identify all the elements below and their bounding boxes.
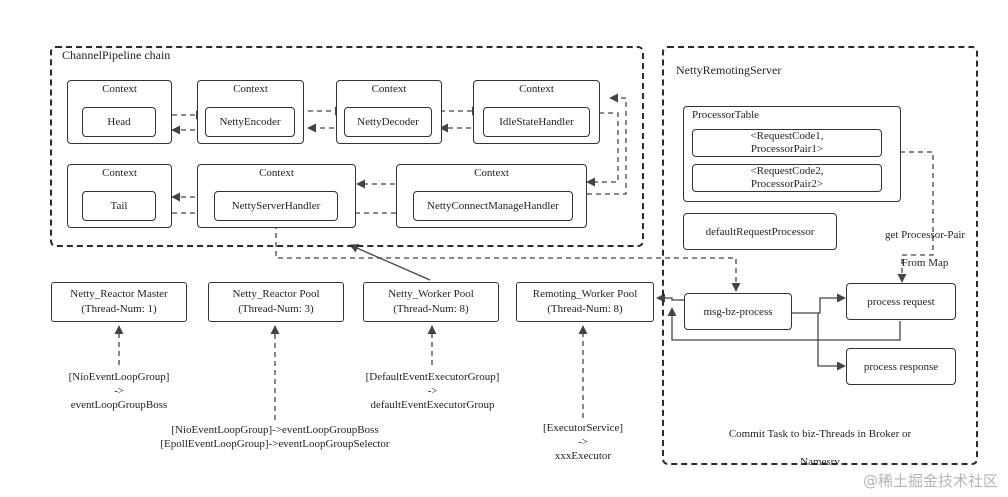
remoting-server-region — [662, 46, 978, 465]
pair1-line2: ProcessorPair1> — [750, 143, 824, 155]
process-response: process response — [846, 348, 956, 385]
context-label: Context — [371, 83, 407, 95]
link-connect-loop-up — [587, 93, 627, 195]
connect-manage-label: NettyConnectManageHandler — [427, 199, 559, 212]
get-pair-line1: get Processor-Pair — [884, 229, 966, 241]
decoder-handler: NettyDecoder — [344, 107, 432, 137]
pool-threads: (Thread-Num: 8) — [547, 303, 623, 315]
context-label: Context — [102, 83, 137, 95]
link-idle-loop-out — [586, 112, 619, 187]
link-msgbz-to-request — [792, 293, 846, 314]
encoder-label: NettyEncoder — [219, 115, 281, 128]
tail-handler: Tail — [82, 191, 156, 221]
pipeline-title: ChannelPipeline chain — [62, 48, 171, 62]
remoting-server-title: NettyRemotingServer — [676, 63, 782, 77]
pool-reactor-master: Netty_Reactor Master (Thread-Num: 1) — [51, 282, 187, 322]
pool-name: Netty_Worker Pool — [388, 288, 474, 300]
link-msgbz-to-remoting — [656, 293, 684, 303]
idle-label: IdleStateHandler — [499, 115, 574, 128]
context-label: Context — [233, 83, 268, 95]
reactor-groups-note: [NioEventLoopGroup]->eventLoopGroupBoss … — [160, 424, 390, 450]
master-group-note: [NioEventLoopGroup] -> eventLoopGroupBos… — [68, 371, 170, 411]
context-label: Context — [519, 83, 554, 95]
connect-manage-handler: NettyConnectManageHandler — [413, 191, 573, 221]
context-encoder: Context NettyEncoder — [197, 80, 304, 144]
pool-worker: Netty_Worker Pool (Thread-Num: 8) — [363, 282, 499, 322]
processor-table: ProcessorTable <RequestCode1, ProcessorP… — [683, 106, 901, 202]
context-label: Context — [102, 167, 137, 179]
pool-name: Remoting_Worker Pool — [532, 288, 638, 300]
link-workerpool-to-handler — [349, 244, 431, 281]
watermark: @稀土掘金技术社区 — [862, 472, 998, 490]
pool-reactor: Netty_Reactor Pool (Thread-Num: 3) — [208, 282, 344, 322]
context-label: Context — [474, 167, 509, 179]
get-pair-line2: From Map — [901, 257, 949, 269]
processor-pair-1: <RequestCode1, ProcessorPair1> — [692, 129, 882, 157]
process-request: process request — [846, 283, 956, 320]
link-handler-to-msgbz — [275, 224, 741, 292]
context-head: Context Head — [67, 80, 172, 144]
pair2-line2: ProcessorPair2> — [750, 178, 824, 190]
idle-handler: IdleStateHandler — [483, 107, 590, 137]
context-connect-manage: Context NettyConnectManageHandler — [396, 164, 587, 228]
pipeline-region — [50, 46, 644, 247]
link-msgbz-to-response — [817, 313, 846, 371]
msg-bz-process: msg-bz-process — [684, 293, 792, 330]
get-processor-pair-note: get Processor-Pair From Map — [870, 214, 980, 284]
pool-threads: (Thread-Num: 8) — [393, 303, 469, 315]
processor-pair-2: <RequestCode2, ProcessorPair2> — [692, 164, 882, 192]
decoder-label: NettyDecoder — [357, 115, 419, 128]
link-table-to-request — [882, 151, 934, 283]
context-decoder: Context NettyDecoder — [336, 80, 442, 144]
pair2-line1: <RequestCode2, — [750, 165, 824, 177]
pool-threads: (Thread-Num: 3) — [238, 303, 314, 315]
executor-note: [ExecutorService] -> xxxExecutor — [542, 422, 623, 462]
link-request-return — [667, 307, 901, 341]
processor-table-title: ProcessorTable — [692, 109, 760, 121]
context-tail: Context Tail — [67, 164, 172, 228]
encoder-handler: NettyEncoder — [205, 107, 295, 137]
pool-threads: (Thread-Num: 1) — [81, 303, 157, 315]
pool-name: Netty_Reactor Pool — [232, 288, 320, 300]
commit-task-note: Commit Task to biz-Threads in Broker or … — [690, 413, 950, 483]
head-handler: Head — [82, 107, 156, 137]
default-request-processor: defaultRequestProcessor — [683, 213, 837, 250]
pool-name: Netty_Reactor Master — [70, 288, 168, 300]
server-handler: NettyServerHandler — [214, 191, 338, 221]
context-label: Context — [259, 167, 294, 179]
pair1-line1: <RequestCode1, — [750, 130, 824, 142]
commit-line1: Commit Task to biz-Threads in Broker or — [728, 428, 912, 440]
pool-remoting-worker: Remoting_Worker Pool (Thread-Num: 8) — [516, 282, 654, 322]
worker-group-note: [DefaultEventExecutorGroup] -> defaultEv… — [365, 371, 500, 411]
context-idle: Context IdleStateHandler — [473, 80, 600, 144]
context-server-handler: Context NettyServerHandler — [197, 164, 356, 228]
commit-line2: Namesrv — [800, 456, 840, 468]
